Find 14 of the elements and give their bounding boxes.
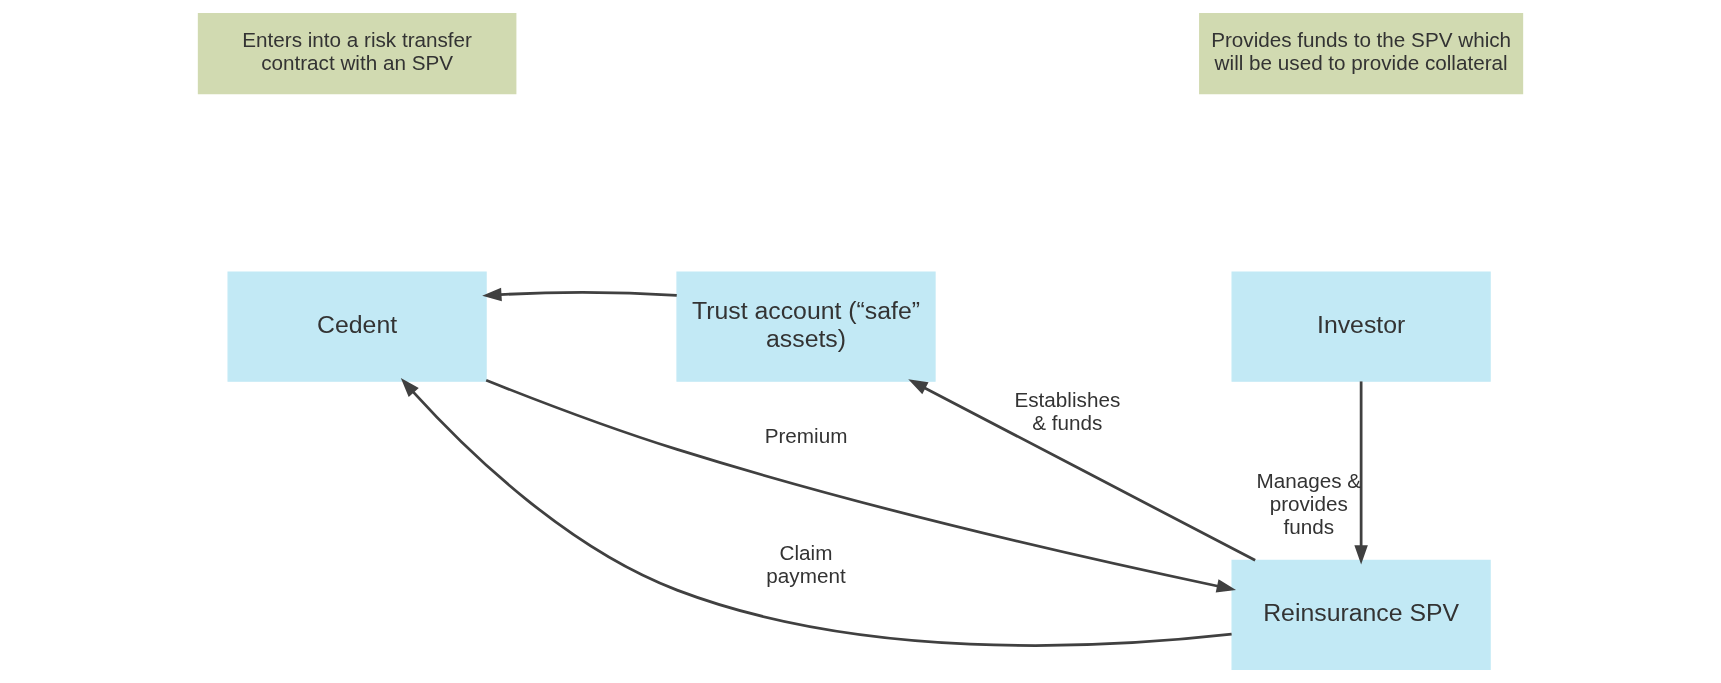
node-box: Cedent: [227, 271, 487, 382]
node-box: Trust account (“safe” assets): [676, 271, 936, 382]
edge-label: Establishes & funds: [1014, 387, 1121, 435]
node-box: Enters into a risk transfer contract with an SPV: [197, 12, 517, 95]
arrow: [1354, 381, 1368, 565]
edge-label: Claim payment: [766, 540, 846, 588]
node-box: Investor: [1231, 271, 1491, 382]
edge-label: Premium: [764, 423, 848, 447]
arrow: [482, 287, 677, 302]
node-box: Reinsurance SPV: [1231, 559, 1491, 671]
node-box: Provides funds to the SPV which will be used to provide collateral: [1199, 12, 1524, 95]
arrow: [400, 378, 1232, 647]
arrow: [908, 379, 1256, 562]
arrow: [485, 378, 1237, 593]
